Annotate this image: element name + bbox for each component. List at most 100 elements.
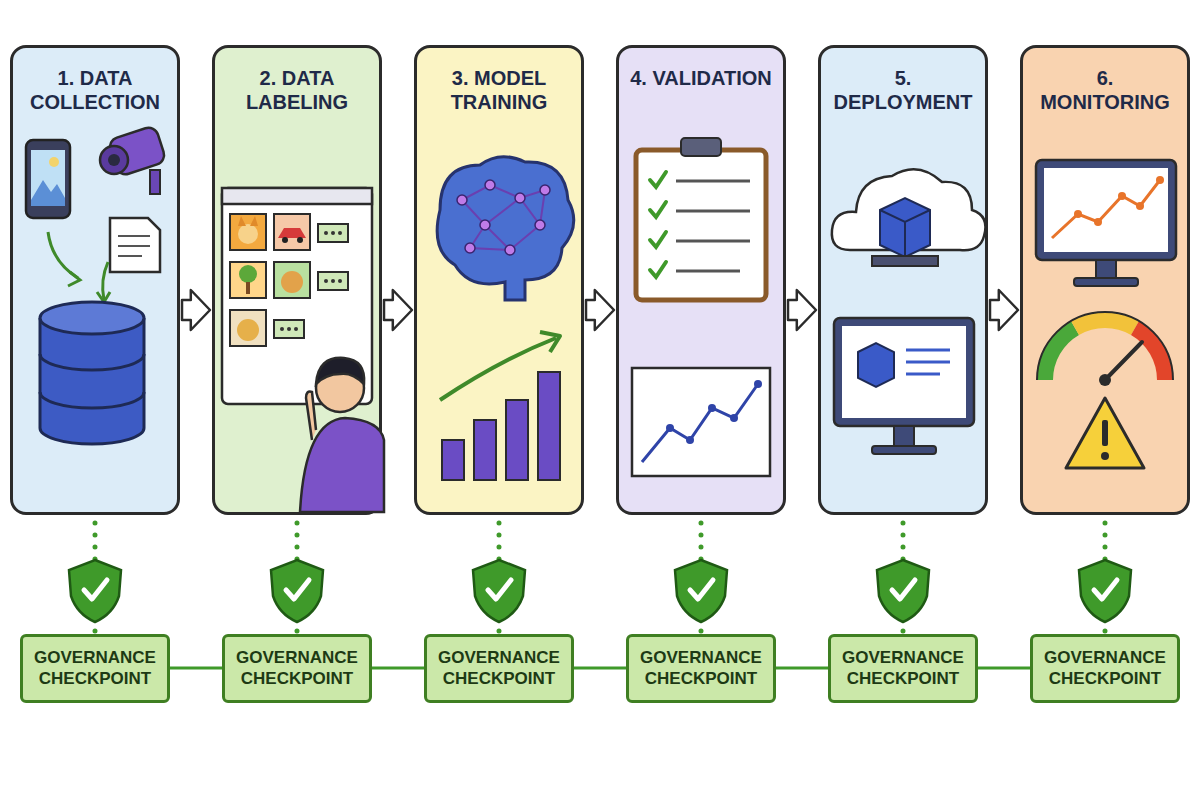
bar-chart [538, 372, 560, 480]
brain-network [437, 157, 574, 300]
clipboard-checklist [650, 262, 666, 277]
cloud-server [832, 169, 986, 250]
connector [776, 668, 828, 669]
line-chart [730, 414, 738, 422]
phone-icon [26, 140, 70, 218]
person-figure [316, 358, 364, 384]
checkpoint-link [978, 667, 1030, 670]
labeling-window [282, 237, 288, 243]
monitoring-screen [1096, 260, 1116, 280]
shield-check [690, 580, 713, 599]
shield-check [286, 580, 309, 599]
connector [903, 523, 904, 632]
phone-icon [31, 150, 65, 206]
monitoring-screen [1074, 210, 1082, 218]
warning-sign [1101, 452, 1109, 460]
connector [788, 290, 816, 330]
checkpoint-link [776, 667, 828, 670]
document-icon [110, 218, 160, 272]
clipboard-checklist [650, 172, 666, 277]
line-chart [632, 368, 770, 476]
monitoring-screen [1156, 176, 1164, 184]
labeling-window [239, 265, 257, 283]
dotted-link [1103, 523, 1108, 632]
labeling-window [230, 262, 266, 298]
flow-arrows [68, 272, 80, 286]
labeling-window [238, 216, 258, 226]
shield-icon [271, 560, 323, 622]
deploy-monitor [906, 349, 950, 352]
gauge-meter [1105, 342, 1142, 380]
document-icon [118, 235, 150, 237]
shield-check [892, 580, 915, 599]
monitoring-screen [1036, 160, 1176, 260]
database-icon [40, 318, 144, 444]
stage-panel: 3. MODEL TRAINING [414, 45, 584, 515]
checkpoint-label: GOVERNANCE CHECKPOINT [23, 641, 167, 696]
growth-arrow [440, 338, 556, 400]
warning-sign [1066, 398, 1144, 468]
growth-arrow [540, 332, 560, 352]
flow-arrows [97, 292, 110, 302]
shield-icon [877, 560, 929, 622]
database-icon [40, 392, 144, 408]
monitoring-screen [1094, 218, 1102, 226]
labeling-window [238, 224, 258, 244]
stage-title: 3. MODEL TRAINING [417, 48, 581, 114]
checkpoint-box: GOVERNANCE CHECKPOINT [1030, 634, 1180, 703]
gauge-meter [1037, 312, 1173, 380]
labeling-window [318, 224, 348, 242]
clipboard-checklist [650, 172, 666, 187]
labeling-window [230, 310, 266, 346]
document-icon [118, 255, 142, 257]
phone-icon [26, 140, 70, 218]
person-figure [300, 418, 384, 512]
line-chart [666, 424, 674, 432]
clipboard-checklist [636, 150, 766, 300]
shield-icon [1079, 560, 1131, 622]
growth-arrow [440, 332, 560, 400]
stage-title: 6. MONITORING [1023, 48, 1187, 114]
brain-network [462, 185, 545, 250]
cloud-server [832, 169, 986, 266]
connector [297, 523, 298, 632]
flow-arrows [48, 232, 110, 302]
checkpoint-label: GOVERNANCE CHECKPOINT [427, 641, 571, 696]
flow-arrows [48, 232, 78, 278]
shield-check [84, 580, 107, 599]
stage-panel: 6. MONITORING [1020, 45, 1190, 515]
camera-icon [100, 146, 128, 174]
labeling-window [222, 188, 372, 204]
database-icon [40, 354, 144, 370]
dotted-link [295, 523, 300, 632]
line-chart [642, 384, 758, 462]
brain-network [465, 243, 475, 253]
flow-arrow [182, 290, 210, 330]
connector [95, 523, 96, 632]
connector [574, 668, 626, 669]
bar-chart [506, 400, 528, 480]
deploy-monitor [834, 318, 974, 454]
labeling-window [338, 279, 342, 283]
labeling-window [297, 237, 303, 243]
camera-icon [108, 154, 120, 166]
checkpoint-link [574, 667, 626, 670]
document-icon [118, 245, 150, 247]
checkpoint-box: GOVERNANCE CHECKPOINT [626, 634, 776, 703]
connector [1105, 523, 1106, 632]
document-icon [110, 218, 160, 272]
checkpoint-box: GOVERNANCE CHECKPOINT [222, 634, 372, 703]
deploy-monitor [842, 326, 966, 418]
deploy-monitor [894, 426, 914, 448]
gauge-meter [1075, 320, 1135, 328]
brain-network [485, 180, 495, 190]
camera-icon [100, 125, 167, 194]
connector [499, 523, 500, 632]
deploy-monitor [906, 350, 950, 374]
stage-panel: 5. DEPLOYMENT [818, 45, 988, 515]
clipboard-checklist [676, 181, 750, 271]
checkpoint-label: GOVERNANCE CHECKPOINT [831, 641, 975, 696]
brain-network [540, 185, 550, 195]
labeling-window [278, 228, 306, 238]
